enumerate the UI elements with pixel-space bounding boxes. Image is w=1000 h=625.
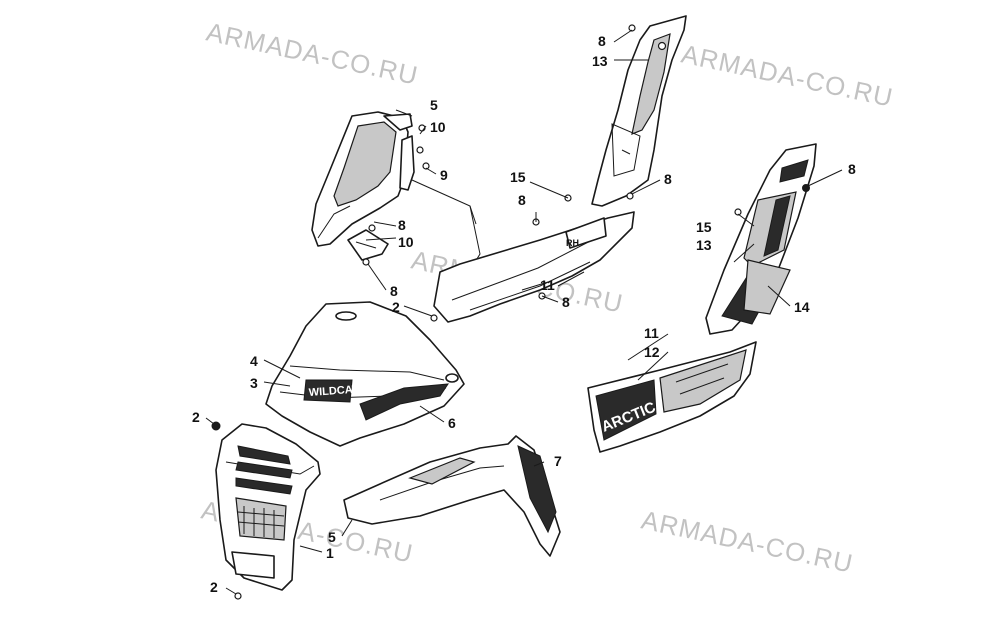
part-5-upper-cover — [311, 111, 415, 247]
callout-10-lower: 10 — [398, 234, 414, 250]
callout-14: 14 — [794, 299, 810, 315]
part-14-right-side-panel — [705, 143, 817, 335]
part-1-front-grille — [215, 423, 321, 591]
callout-6: 6 — [448, 415, 456, 431]
callout-8-right: 8 — [848, 161, 856, 177]
callout-7: 7 — [554, 453, 562, 469]
fastener-8-top — [628, 24, 636, 32]
callout-11-right: 11 — [644, 325, 659, 341]
callout-8-rail: 8 — [664, 171, 672, 187]
callout-3: 3 — [250, 375, 258, 391]
callout-4: 4 — [250, 353, 258, 369]
callout-11-upper: 11 — [540, 277, 555, 293]
callout-15-right: 15 — [696, 219, 712, 235]
side-mark-rh: RH — [566, 238, 579, 248]
part-12-decal-panel: ARCTIC CAT — [587, 341, 757, 453]
callout-5-upper: 5 — [430, 97, 438, 113]
callout-8-bracket: 8 — [398, 217, 406, 233]
callout-5-lower: 5 — [328, 529, 336, 545]
callout-8-hood-left: 8 — [390, 283, 398, 299]
callout-10-upper: 10 — [430, 119, 446, 135]
fastener-15-right — [734, 208, 742, 216]
part-3-hood: WILDCAT — [265, 301, 465, 447]
watermark-top-left: ARMADA-CO.RU — [204, 17, 421, 91]
fastener-2-hood — [430, 314, 438, 322]
fastener-8-rail — [626, 192, 634, 200]
callout-2-grille-bottom: 2 — [210, 579, 218, 595]
callout-2-grille-top: 2 — [192, 409, 200, 425]
fastener-8-bracket — [368, 224, 376, 232]
callout-8-panel-top: 8 — [518, 192, 526, 208]
hood-logo-decal: WILDCAT — [308, 384, 359, 399]
callout-1: 1 — [326, 545, 334, 561]
callout-15-upper: 15 — [510, 169, 526, 185]
part-5-lower-side-panel — [343, 435, 561, 557]
fastener-8-right — [802, 184, 810, 192]
callout-8-panel-bottom: 8 — [562, 294, 570, 310]
fastener-9 — [422, 162, 430, 170]
callout-9: 9 — [440, 167, 448, 183]
fastener-10-mid — [416, 146, 424, 154]
fastener-8-lower — [362, 258, 370, 266]
callout-labels: 8 13 5 10 9 8 10 8 2 15 8 8 11 8 8 15 13… — [192, 33, 856, 595]
watermark-bottom-right: ARMADA-CO.RU — [639, 505, 856, 579]
leader-lines — [205, 29, 843, 595]
callout-8-top: 8 — [598, 33, 606, 49]
part-13-upper-side-rail — [591, 15, 687, 207]
part-10-lower-bracket — [347, 229, 389, 261]
callout-13-right: 13 — [696, 237, 712, 253]
fastener-2-lower-grille — [234, 592, 242, 600]
callout-2-hood: 2 — [392, 299, 400, 315]
callout-13-upper: 13 — [592, 53, 608, 69]
watermark-top-right: ARMADA-CO.RU — [679, 39, 896, 113]
callout-12: 12 — [644, 344, 660, 360]
part-11-upper-side-panel: RH — [433, 211, 635, 323]
